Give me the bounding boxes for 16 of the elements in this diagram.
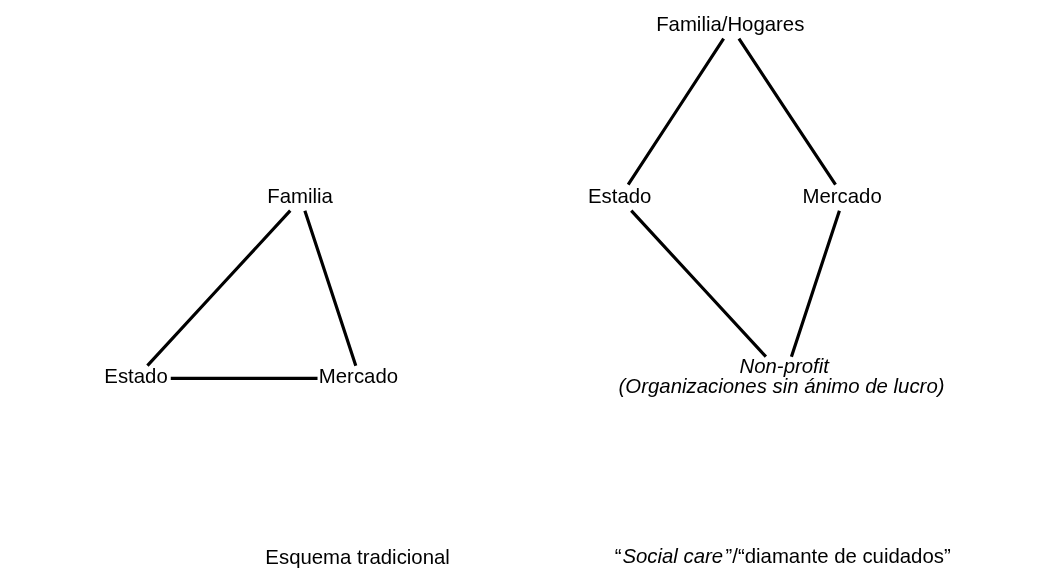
node-text: Familia xyxy=(266,184,333,207)
label: Esquema tradicional xyxy=(264,546,450,568)
connector xyxy=(629,209,767,358)
connector xyxy=(302,210,357,367)
node-text: Non-profit (Organizaciones sin ánimo de lucro) xyxy=(618,355,945,398)
connector xyxy=(170,376,318,380)
connector xyxy=(626,37,725,186)
node-text: Familia/Hogares xyxy=(655,12,804,35)
node-text: Mercado xyxy=(802,184,882,207)
connector xyxy=(145,209,291,367)
connector xyxy=(789,210,841,358)
connector xyxy=(737,37,837,186)
label: “Social care”/“diamante de cuidados” xyxy=(614,544,951,567)
node-text: Estado xyxy=(103,365,168,388)
node-text: Estado xyxy=(587,184,651,207)
node-text: Mercado xyxy=(318,365,398,388)
